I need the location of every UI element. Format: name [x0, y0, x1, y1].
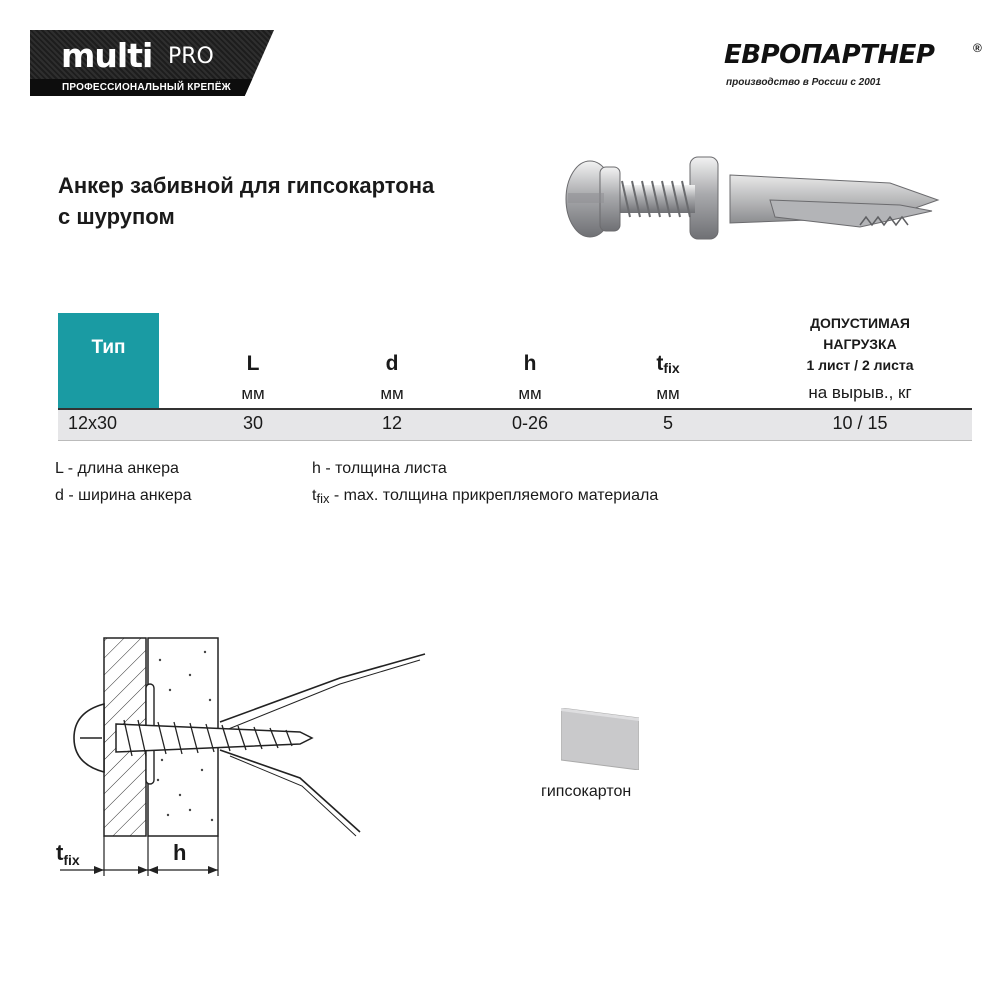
- table-divider: [58, 408, 972, 410]
- load-header-line1: ДОПУСТИМАЯ: [810, 315, 910, 331]
- column-L-header: L: [246, 352, 260, 375]
- anchor-wing-upper: [219, 653, 426, 723]
- cell-type: 12x30: [68, 413, 118, 433]
- load-header: ДОПУСТИМАЯ НАГРУЗКА 1 лист / 2 листа: [770, 313, 950, 376]
- brand-logo-word: multi: [61, 36, 153, 75]
- cell-d: 12: [381, 413, 403, 433]
- brand-strip: [30, 79, 274, 96]
- product-title-line2: с шурупом: [58, 204, 175, 229]
- diagram-label-h: h: [173, 840, 187, 865]
- column-tfix-sub: fix: [663, 360, 680, 376]
- table-type-header: Тип: [58, 313, 159, 408]
- product-title: Анкер забивной для гипсокартона с шурупо…: [58, 170, 538, 232]
- column-h-unit: мм: [518, 384, 542, 403]
- maker-logo: ЕВРОПАРТНЕР ® производство в России с 20…: [724, 40, 984, 96]
- column-tfix-header: tfix: [608, 352, 728, 376]
- column-tfix-letter: t: [656, 352, 664, 375]
- cell-h: 0-26: [511, 413, 549, 433]
- brand-logo-pro: PRO: [168, 44, 214, 69]
- brand-tagline: ПРОФЕССИОНАЛЬНЫЙ КРЕПЁЖ: [62, 82, 231, 93]
- maker-subtitle: производство в России с 2001: [726, 77, 881, 88]
- load-unit: на вырыв., кг: [808, 383, 912, 402]
- drywall-swatch: [561, 708, 639, 770]
- legend-d: d - ширина анкера: [55, 487, 192, 504]
- product-title-line1: Анкер забивной для гипсокартона: [58, 173, 435, 198]
- table-row: [58, 410, 972, 440]
- legend-tfix-text: - max. толщина прикрепляемого материала: [329, 487, 659, 504]
- anchor-product-image: [565, 156, 940, 240]
- diagram-label-tfix: tfix: [56, 840, 80, 868]
- brand-badge: multi PRO ПРОФЕССИОНАЛЬНЫЙ КРЕПЁЖ: [30, 30, 274, 96]
- anchor-wing-lower: [219, 749, 361, 833]
- diagram-label-tfix-letter: t: [56, 840, 64, 865]
- column-d-unit: мм: [380, 384, 404, 403]
- column-h-header: h: [523, 352, 537, 375]
- legend-tfix: tfix - max. толщина прикрепляемого матер…: [312, 487, 658, 506]
- legend-tfix-sub: fix: [316, 491, 330, 506]
- maker-name: ЕВРОПАРТНЕР: [724, 40, 935, 70]
- maker-registered-mark: ®: [973, 41, 982, 55]
- column-d-header: d: [385, 352, 399, 375]
- column-L-unit: мм: [241, 384, 265, 403]
- diagram-label-tfix-sub: fix: [63, 852, 80, 868]
- legend-h: h - толщина листа: [312, 460, 447, 477]
- column-tfix-unit: мм: [656, 384, 680, 403]
- legend-L: L - длина анкера: [55, 460, 179, 477]
- drywall-swatch-label: гипсокартон: [541, 783, 632, 800]
- installation-diagram: [60, 637, 426, 876]
- legend-tfix-letter: t: [312, 487, 317, 504]
- load-header-line3: 1 лист / 2 листа: [806, 357, 914, 373]
- cell-load: 10 / 15: [832, 413, 888, 433]
- table-row-bottom-border: [58, 440, 972, 441]
- load-header-line2: НАГРУЗКА: [823, 336, 897, 352]
- cell-L: 30: [242, 413, 264, 433]
- cell-tfix: 5: [662, 413, 673, 433]
